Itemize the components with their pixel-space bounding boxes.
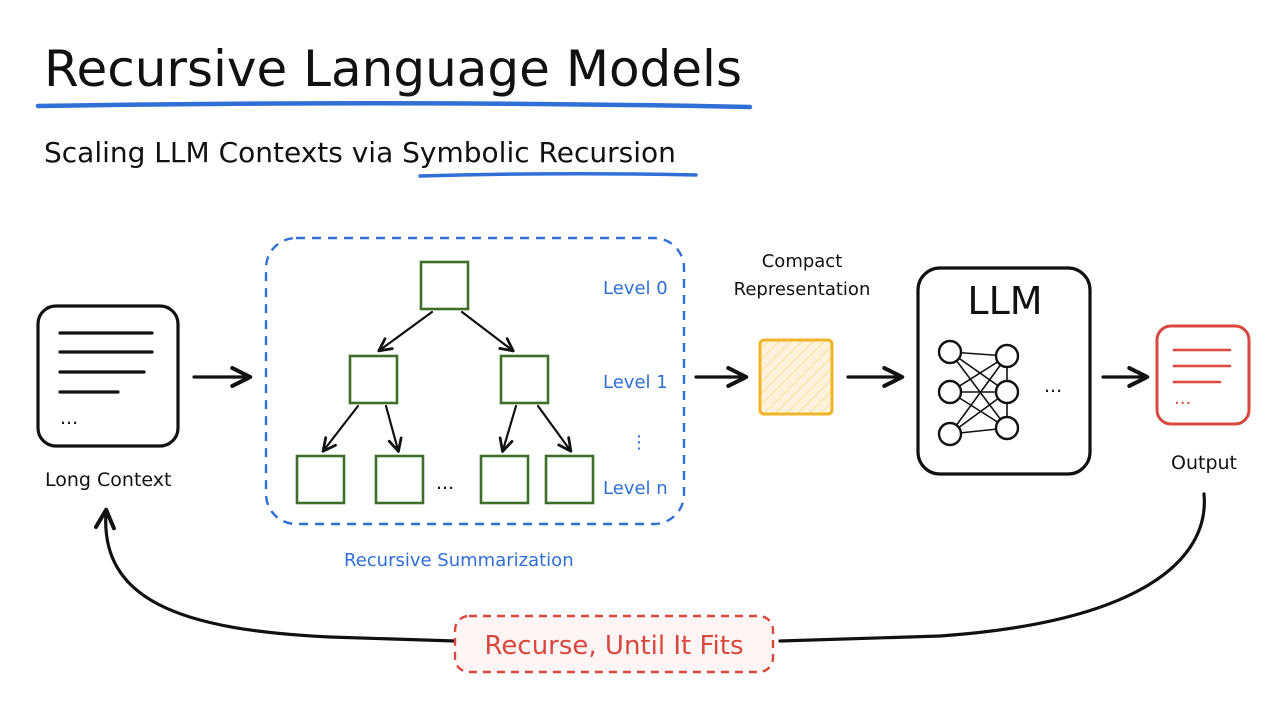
subtitle-underline <box>418 171 698 178</box>
compact-label-line2: Representation <box>734 279 871 300</box>
output-label: Output <box>1171 452 1237 474</box>
level-1-label: Level 1 <box>603 372 668 393</box>
tree-edge <box>536 404 573 453</box>
recursive-summarization-label: Recursive Summarization <box>344 550 574 571</box>
summary-tree: ... <box>295 260 595 505</box>
llm-label: LLM <box>967 279 1042 323</box>
llm-box <box>916 266 1092 476</box>
loop-arrow-to-long-context <box>93 507 457 643</box>
diagram-title: Recursive Language Models <box>44 40 742 98</box>
tree-edge <box>321 404 360 453</box>
tree-node-level-0 <box>419 260 470 311</box>
output-document: ... <box>1155 324 1251 426</box>
llm-ellipsis: ... <box>1044 375 1062 397</box>
summarization-container <box>264 236 686 526</box>
output-document-icon <box>1155 324 1251 426</box>
tree-node-level-n <box>295 454 346 505</box>
tree-node-level-1 <box>348 354 399 405</box>
tree-ellipsis: ... <box>436 472 454 494</box>
tree-edge <box>460 310 515 353</box>
tree-node-level-n <box>374 454 425 505</box>
compact-label-line1: Compact <box>762 251 843 272</box>
subtitle-prefix: Scaling LLM Contexts via <box>44 136 402 169</box>
tree-edge <box>384 404 403 453</box>
neural-network-icon <box>937 339 1020 447</box>
recurse-box <box>453 614 775 674</box>
recurse-label: Recurse, Until It Fits <box>485 631 744 661</box>
loop-return-path <box>778 492 1206 643</box>
tree-node-level-n <box>479 454 530 505</box>
level-vertical-ellipsis: ⋮ <box>630 432 648 453</box>
level-0-label: Level 0 <box>603 278 668 299</box>
tree-edge <box>498 404 518 453</box>
output-ellipsis: ... <box>1174 388 1191 409</box>
tree-node-level-1 <box>499 354 550 405</box>
long-context-label: Long Context <box>45 469 171 491</box>
subtitle-highlight: Symbolic Recursion <box>402 136 676 169</box>
llm-block: LLM ... <box>916 266 1092 476</box>
document-icon <box>36 304 180 448</box>
level-n-label: Level n <box>603 478 668 499</box>
doc-ellipsis: ... <box>60 407 78 429</box>
compact-representation-box <box>758 338 834 416</box>
long-context-document: ... <box>36 304 180 448</box>
diagram-subtitle: Scaling LLM Contexts via Symbolic Recurs… <box>44 136 676 169</box>
tree-node-level-n <box>544 454 595 505</box>
tree-edge <box>377 310 434 353</box>
title-underline <box>35 100 753 110</box>
